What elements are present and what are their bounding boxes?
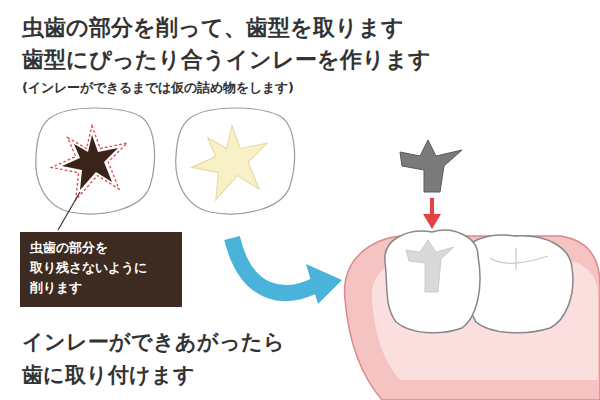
- callout-box: 虫歯の部分を 取り残さないように 削ります: [20, 232, 182, 307]
- tooth-filled: [176, 108, 295, 214]
- inlay-piece: [400, 140, 462, 192]
- callout-text: 虫歯の部分を 取り残さないように 削ります: [30, 238, 170, 298]
- tooth-outline: [36, 108, 155, 214]
- insert-arrow: [430, 198, 434, 216]
- instruction-text: 虫歯の部分を削って、歯型を取ります: [22, 14, 404, 43]
- instruction-text: インレーができあがったら 歯に取り付けます: [22, 326, 292, 391]
- cavity-outline: [51, 126, 127, 200]
- inlay-in-tooth: [406, 240, 454, 292]
- instruction-text: 歯型にぴったり合うインレーを作ります: [22, 46, 431, 75]
- cavity: [62, 135, 118, 190]
- molar: [385, 230, 480, 333]
- leader-line: [58, 192, 80, 230]
- note-text: (インレーができるまでは仮の詰め物をします): [22, 80, 294, 97]
- insert-arrow-head: [423, 214, 441, 229]
- flow-arrow: [232, 238, 318, 293]
- flow-arrow-head: [306, 264, 342, 304]
- molar-groove: [490, 248, 548, 270]
